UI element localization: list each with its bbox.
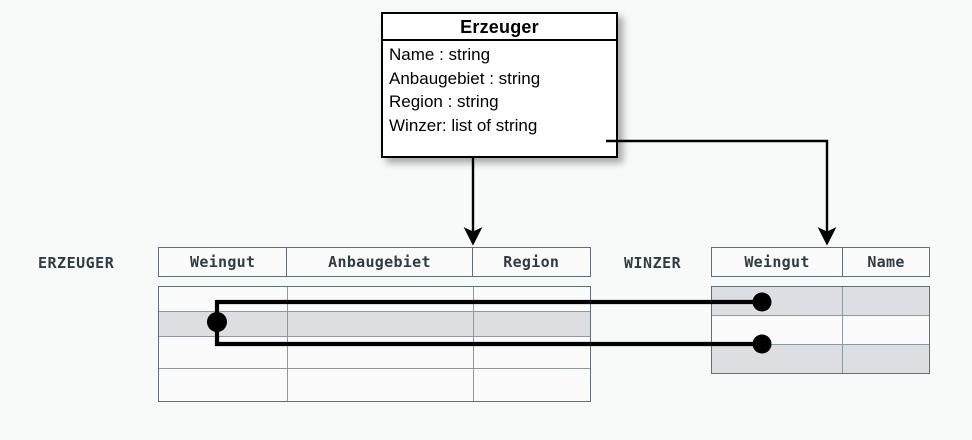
table-cell-weingut bbox=[159, 369, 288, 401]
table-cell-weingut bbox=[159, 287, 288, 311]
uml-class-title: Erzeuger bbox=[383, 14, 616, 41]
table-row[interactable] bbox=[159, 312, 590, 337]
table-label-winzer: WINZER bbox=[624, 254, 682, 272]
table-cell-region bbox=[474, 287, 590, 311]
table-cell-name bbox=[843, 316, 929, 344]
uml-class-attribute-list: Name : string Anbaugebiet : string Regio… bbox=[383, 41, 616, 137]
table-row[interactable] bbox=[712, 316, 929, 345]
column-header-region: Region bbox=[503, 253, 560, 271]
table-row[interactable] bbox=[159, 287, 590, 312]
table-header-winzer: Weingut Name bbox=[711, 247, 930, 277]
table-body-erzeuger bbox=[158, 286, 591, 402]
uml-attribute-winzer: Winzer: list of string bbox=[389, 115, 538, 135]
table-cell-anbaugebiet bbox=[288, 337, 474, 368]
column-header-anbaugebiet: Anbaugebiet bbox=[287, 248, 473, 276]
table-cell-weingut bbox=[159, 337, 288, 368]
table-cell-weingut bbox=[159, 312, 288, 336]
table-row[interactable] bbox=[159, 337, 590, 369]
table-cell-anbaugebiet bbox=[288, 287, 474, 311]
table-cell-name bbox=[843, 345, 929, 373]
table-row[interactable] bbox=[712, 287, 929, 316]
table-cell-region bbox=[474, 312, 590, 336]
uml-attribute-name: Name : string bbox=[389, 45, 491, 64]
table-cell-weingut bbox=[712, 345, 843, 373]
uml-attribute-region: Region : string bbox=[389, 92, 499, 111]
column-header-name: Name bbox=[867, 253, 905, 271]
table-cell-weingut bbox=[712, 316, 843, 344]
table-row[interactable] bbox=[159, 369, 590, 401]
table-cell-weingut bbox=[712, 287, 843, 315]
table-cell-region bbox=[474, 337, 590, 368]
table-cell-anbaugebiet bbox=[288, 312, 474, 336]
column-header-weingut: Weingut bbox=[712, 248, 843, 276]
table-row[interactable] bbox=[712, 345, 929, 373]
table-header-erzeuger: Weingut Anbaugebiet Region bbox=[158, 247, 591, 277]
table-label-erzeuger: ERZEUGER bbox=[38, 254, 115, 272]
winzer-mapping-arrow-icon bbox=[606, 139, 837, 246]
table-body-winzer bbox=[711, 286, 930, 374]
uml-attribute-anbaugebiet: Anbaugebiet : string bbox=[389, 68, 541, 88]
column-header-weingut: Weingut bbox=[159, 248, 288, 276]
uml-class-box-erzeuger: Erzeuger Name : string Anbaugebiet : str… bbox=[381, 12, 618, 158]
table-cell-name bbox=[843, 287, 929, 315]
table-cell-region bbox=[474, 369, 590, 401]
table-cell-anbaugebiet bbox=[288, 369, 474, 401]
